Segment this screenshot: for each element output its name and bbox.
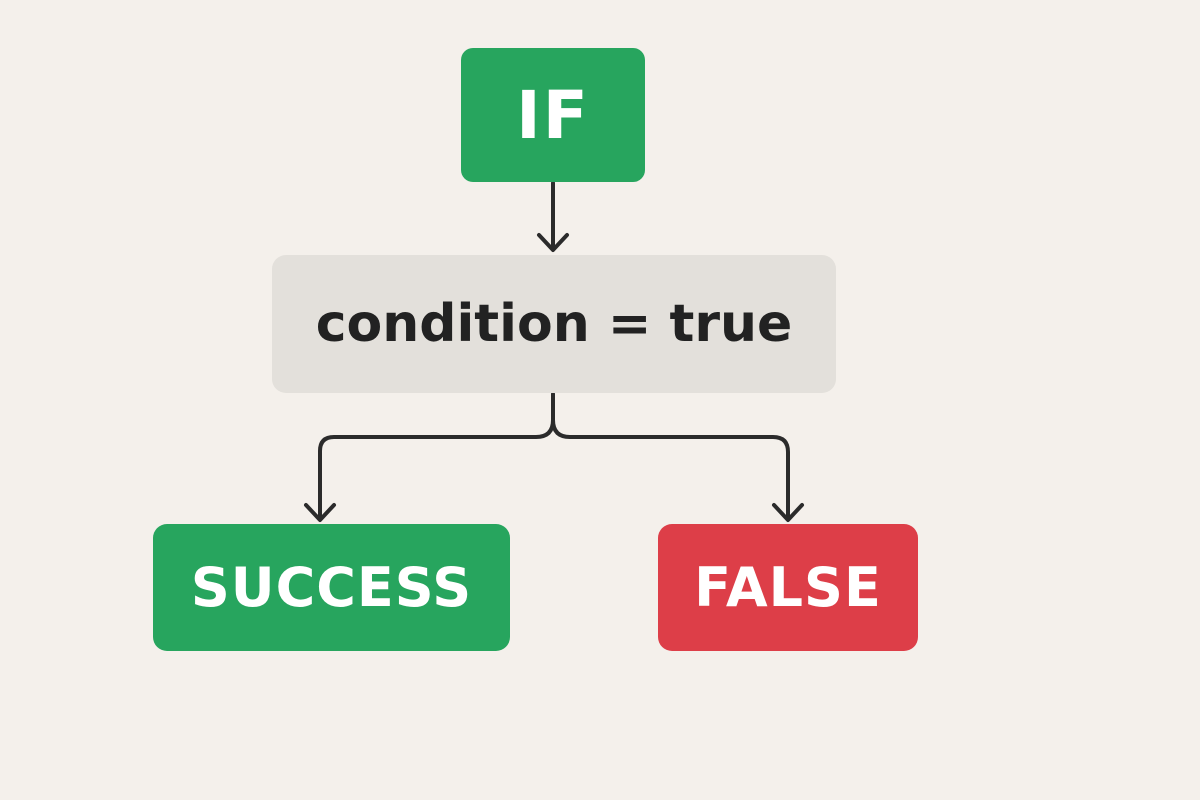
if-node-label: IF <box>516 76 590 154</box>
if-node: IF <box>461 48 645 182</box>
edge-condition-to-branches <box>304 392 804 522</box>
false-node: FALSE <box>658 524 918 651</box>
edge-condition-to-success <box>318 392 555 518</box>
success-node-label: SUCCESS <box>190 556 473 619</box>
arrowhead-icon <box>537 233 569 252</box>
condition-node: condition = true <box>272 255 836 393</box>
edge-if-to-condition <box>537 181 569 252</box>
arrowhead-icon <box>772 503 804 522</box>
false-node-label: FALSE <box>694 556 882 619</box>
arrowhead-icon <box>304 503 336 522</box>
condition-node-label: condition = true <box>315 294 793 354</box>
success-node: SUCCESS <box>153 524 510 651</box>
edge-condition-to-false <box>551 418 790 518</box>
